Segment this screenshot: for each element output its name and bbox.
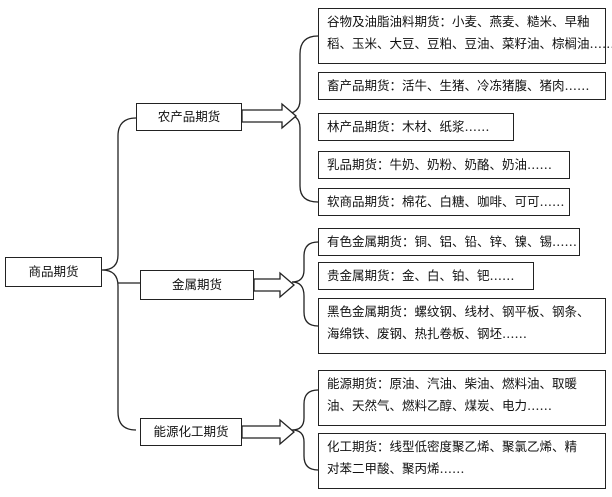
item-precious: 贵金属期货：金、白、铂、钯…… [318,262,534,290]
item-line: 林产品期货：木材、纸浆…… [327,119,490,134]
brace-metal [291,241,319,327]
item-line: 有色金属期货：铜、铝、铅、锌、镍、锡…… [327,234,578,249]
item-line: 软商品期货：棉花、白糖、咖啡、可可…… [327,194,565,209]
item-line: 黑色金属期货：螺纹钢、线材、钢平板、钢条、 [327,304,590,319]
item-ferrous: 黑色金属期货：螺纹钢、线材、钢平板、钢条、 海绵铁、废钢、热扎卷板、钢坯…… [318,298,606,354]
item-forest: 林产品期货：木材、纸浆…… [318,113,514,141]
item-line: 畜产品期货：活牛、生猪、冷冻猪腹、猪肉…… [327,78,590,93]
category-label: 能源化工期货 [153,424,229,439]
item-line: 化工期货：线型低密度聚乙烯、聚氯乙烯、精 [327,439,578,454]
item-line: 贵金属期货：金、白、铂、钯…… [327,268,515,283]
item-livestock: 畜产品期货：活牛、生猪、冷冻猪腹、猪肉…… [318,72,606,100]
item-line: 能源期货：原油、汽油、柴油、燃料油、取暖 [327,376,578,391]
arrow-energy [241,418,295,446]
category-metal: 金属期货 [140,270,254,300]
category-energy: 能源化工期货 [140,418,242,446]
item-line: 油、天然气、燃料乙醇、煤炭、电力…… [327,398,553,413]
arrow-agri [241,102,297,130]
root-brace [101,117,137,431]
item-grain: 谷物及油脂油料期货：小麦、燕麦、糙米、早釉 稻、玉米、大豆、豆粕、豆油、菜籽油、… [318,8,612,64]
item-nonferrous: 有色金属期货：铜、铝、铅、锌、镍、锡…… [318,228,580,256]
category-label: 农产品期货 [157,109,221,124]
brace-energy [291,389,319,471]
item-soft: 软商品期货：棉花、白糖、咖啡、可可…… [318,188,570,216]
item-line: 稻、玉米、大豆、豆粕、豆油、菜籽油、棕榈油…… [327,36,612,51]
root-node: 商品期货 [5,257,102,287]
item-line: 海绵铁、废钢、热扎卷板、钢坯…… [327,326,528,341]
item-line: 对苯二甲酸、聚丙烯…… [327,461,465,476]
category-label: 金属期货 [171,277,222,292]
item-line: 乳品期货：牛奶、奶粉、奶酪、奶油…… [327,157,553,172]
item-line: 谷物及油脂油料期货：小麦、燕麦、糙米、早釉 [327,14,590,29]
category-agri: 农产品期货 [136,103,242,131]
item-energy: 能源期货：原油、汽油、柴油、燃料油、取暖 油、天然气、燃料乙醇、煤炭、电力…… [318,370,606,426]
arrow-metal [253,271,295,299]
root-label: 商品期货 [28,264,79,279]
item-dairy: 乳品期货：牛奶、奶粉、奶酪、奶油…… [318,151,570,179]
item-chemical: 化工期货：线型低密度聚乙烯、聚氯乙烯、精 对苯二甲酸、聚丙烯…… [318,433,606,489]
